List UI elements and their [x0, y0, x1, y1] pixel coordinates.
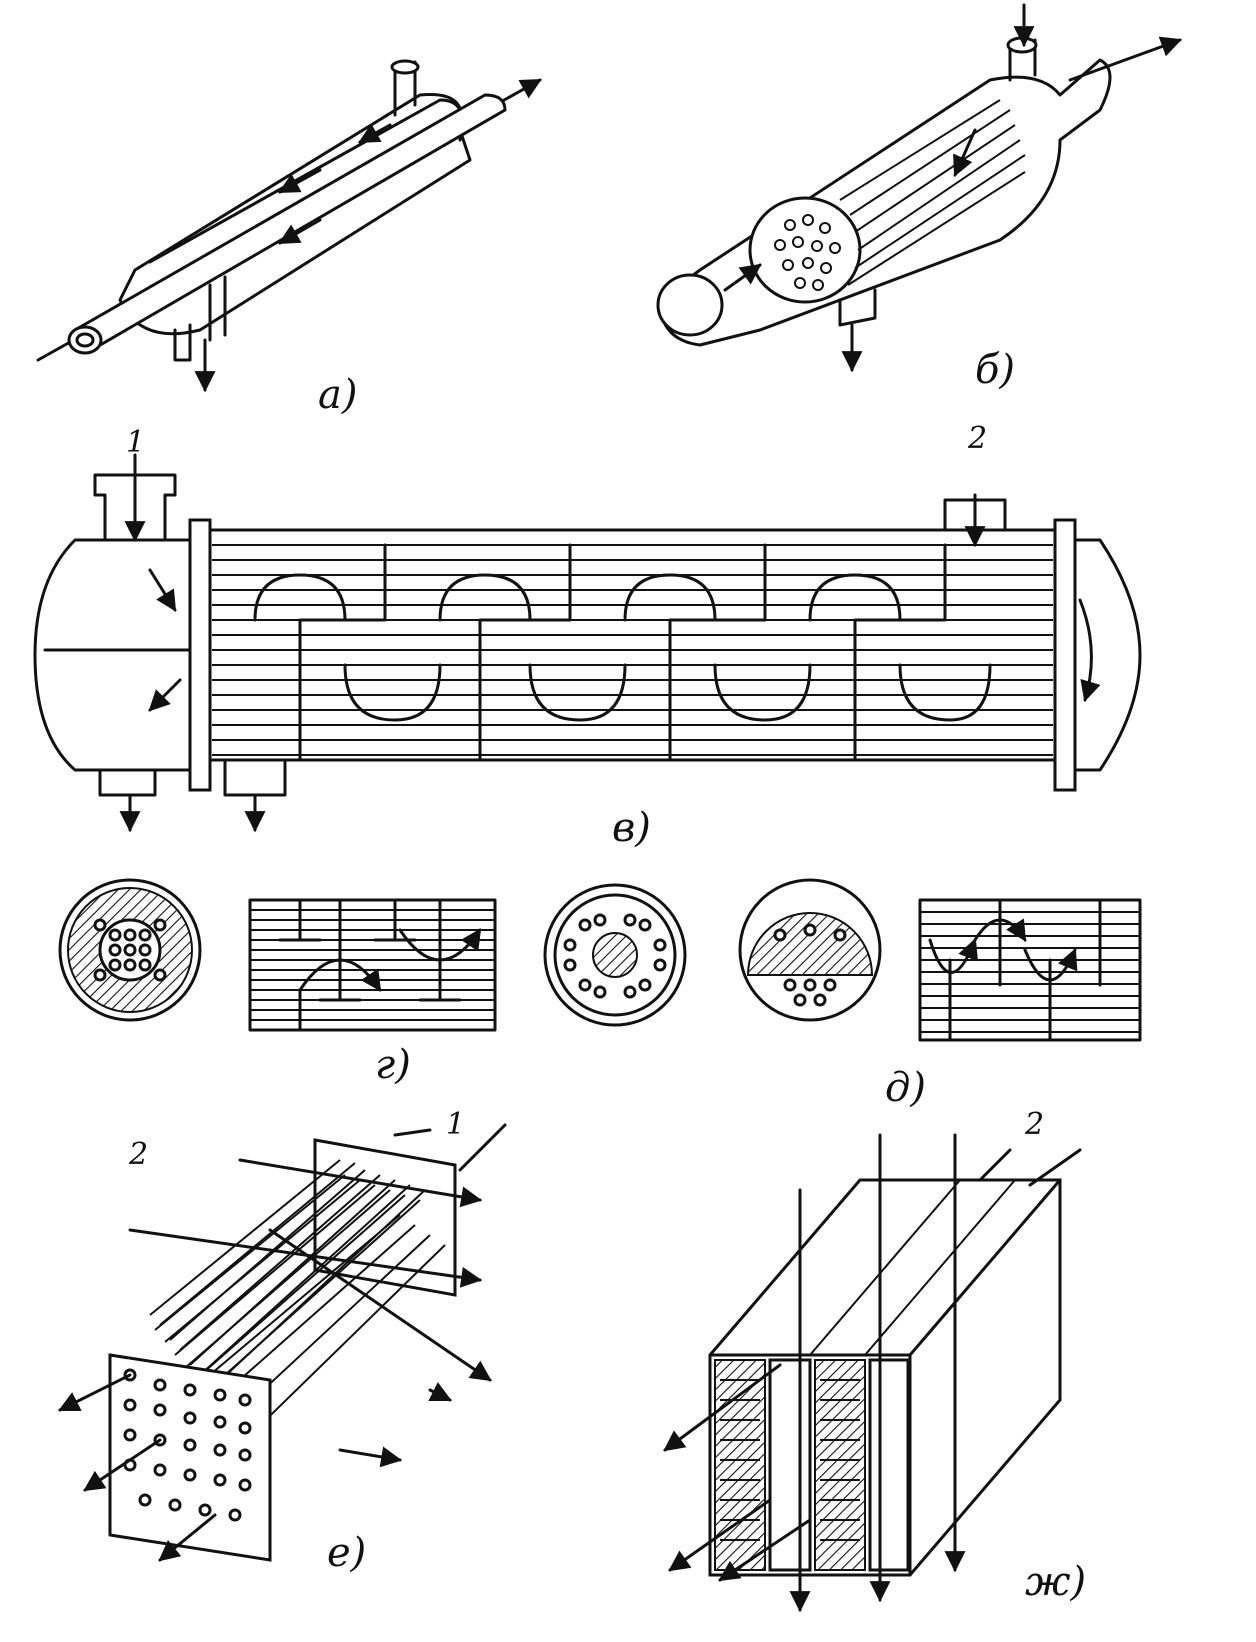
diagram-a-double-pipe: [36, 59, 542, 393]
diagram-d-tube-holes-right: [773, 923, 847, 1007]
label-g: г): [375, 1042, 411, 1088]
label-a: а): [318, 372, 358, 418]
diagram-e-plate-holes: [123, 1368, 252, 1522]
label-zh: ж): [1025, 1559, 1087, 1605]
diagram-b-tube-holes: [774, 214, 841, 291]
callout-v-2: 2: [968, 421, 988, 456]
diagram-g-tube-holes: [93, 918, 167, 982]
callout-v-1: 1: [126, 425, 146, 460]
diagram-b-shell-and-tube: [656, 3, 1182, 373]
diagram-g-disc-and-ring-baffles: [58, 878, 497, 1032]
diagram-zh-fin-channels: [714, 1179, 1016, 1572]
label-v: в): [612, 805, 651, 851]
callout-e-2: 2: [129, 1137, 149, 1172]
diagram-d-segmental-baffles: [543, 878, 1142, 1042]
diagram-v-baffles: [298, 543, 947, 762]
diagram-v-shell-and-tube-section: [33, 453, 1142, 833]
diagram-e-tubes: [149, 1159, 446, 1446]
diagram-e-tube-bundle: [58, 1123, 507, 1562]
diagram-v-tube-bundle: [212, 544, 1053, 756]
callout-e-1: 1: [446, 1107, 466, 1142]
label-b: б): [975, 347, 1016, 393]
label-e: е): [327, 1530, 367, 1576]
diagram-zh-plate-fin: [663, 1133, 1082, 1613]
callout-zh-2: 2: [1025, 1107, 1045, 1142]
diagram-d-tube-holes-left: [563, 913, 667, 999]
label-d: д): [885, 1065, 926, 1111]
